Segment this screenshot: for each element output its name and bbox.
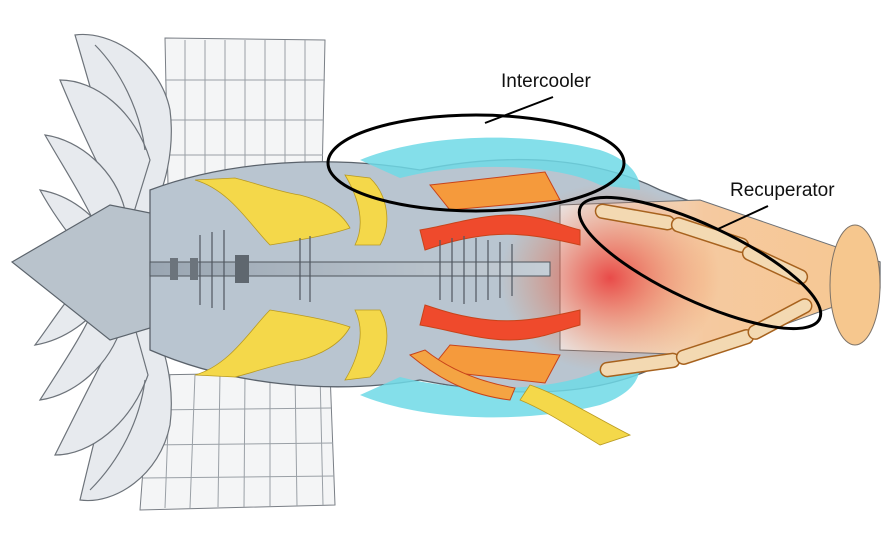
spinner-cone	[12, 205, 160, 340]
intercooler-label: Intercooler	[501, 71, 591, 92]
recuperator-label: Recuperator	[730, 180, 835, 201]
exhaust-nozzle	[830, 225, 880, 345]
